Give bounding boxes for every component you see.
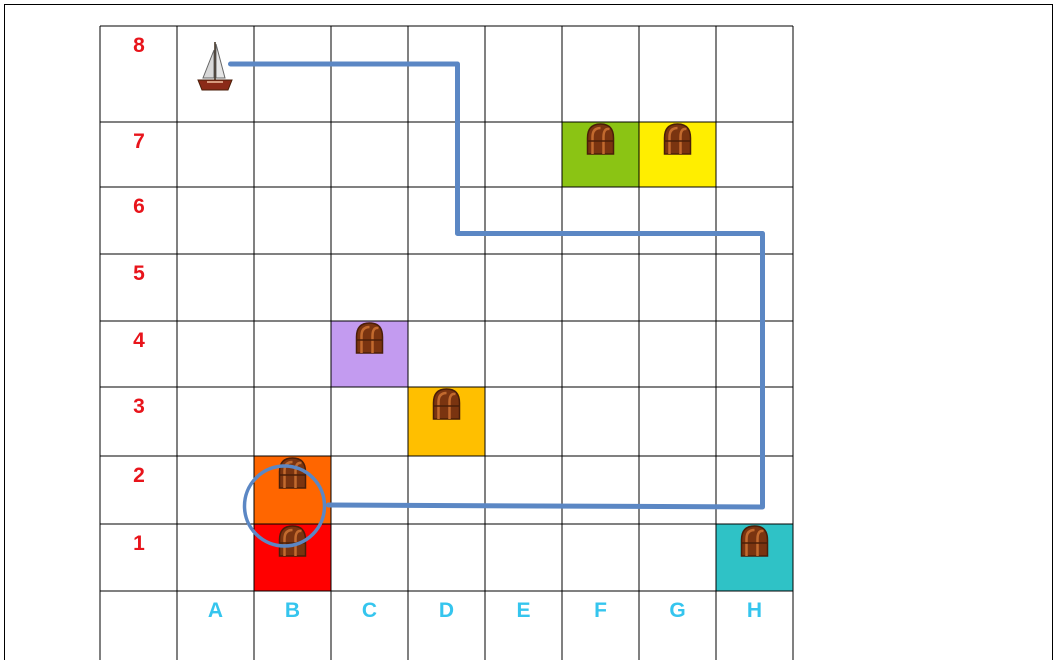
col-label-D: D bbox=[439, 599, 454, 622]
col-label-A: A bbox=[208, 599, 223, 622]
row-label-7: 7 bbox=[133, 130, 145, 153]
treasure-chest-icon[interactable] bbox=[665, 124, 691, 154]
col-label-E: E bbox=[516, 599, 530, 622]
col-label-C: C bbox=[362, 599, 377, 622]
row-label-8: 8 bbox=[133, 34, 145, 57]
col-label-G: G bbox=[669, 599, 685, 622]
row-label-3: 3 bbox=[133, 395, 145, 418]
treasure-chest-icon[interactable] bbox=[434, 389, 460, 419]
row-label-1: 1 bbox=[133, 532, 145, 555]
treasure-chest-icon[interactable] bbox=[357, 323, 383, 353]
pirate-ship-icon[interactable] bbox=[198, 42, 232, 90]
row-label-6: 6 bbox=[133, 195, 145, 218]
col-label-B: B bbox=[285, 599, 300, 622]
treasure-chest-icon[interactable] bbox=[280, 458, 306, 488]
row-label-5: 5 bbox=[133, 262, 145, 285]
treasure-chest-icon[interactable] bbox=[742, 526, 768, 556]
col-label-H: H bbox=[747, 599, 762, 622]
treasure-chest-icon[interactable] bbox=[588, 124, 614, 154]
row-label-2: 2 bbox=[133, 464, 145, 487]
col-label-F: F bbox=[594, 599, 607, 622]
row-label-4: 4 bbox=[133, 329, 145, 352]
